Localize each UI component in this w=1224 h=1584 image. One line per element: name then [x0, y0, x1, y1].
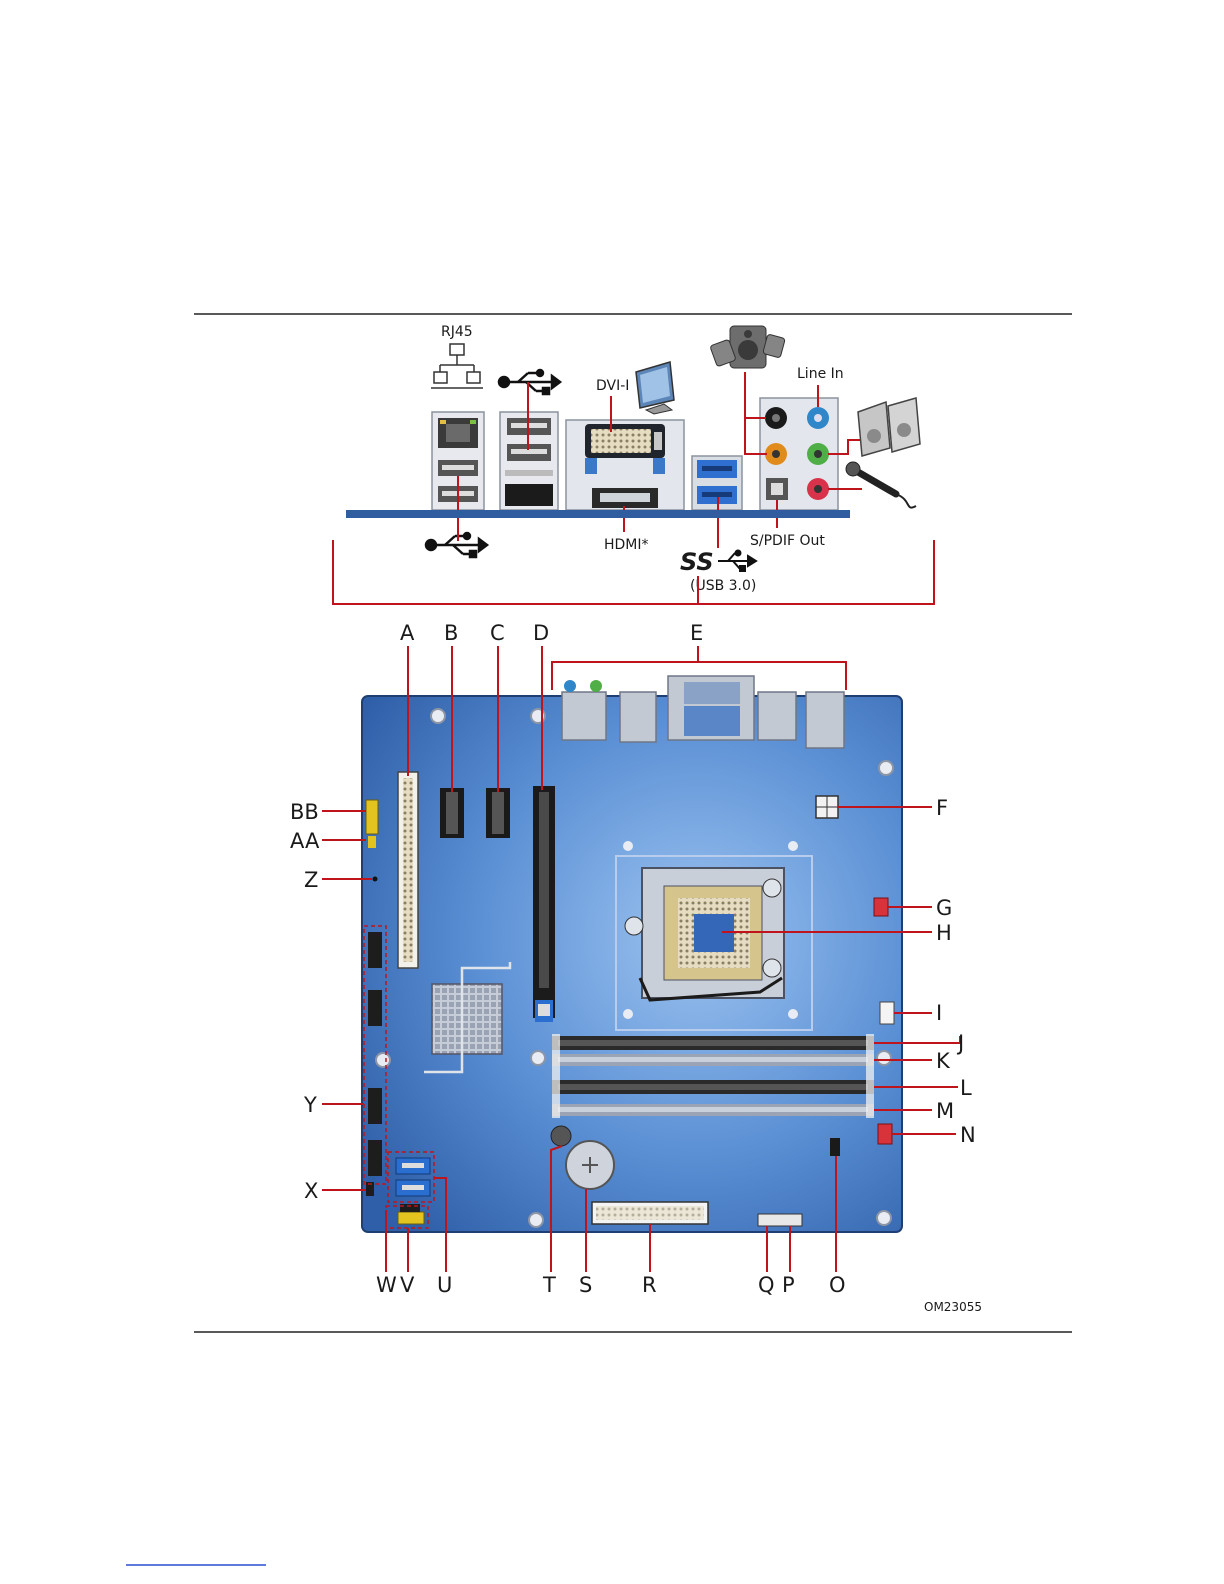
callout-e: E	[690, 621, 703, 645]
usb-icon	[499, 370, 560, 394]
rj45-label: RJ45	[441, 324, 473, 340]
callout-p: P	[782, 1273, 795, 1297]
usb3-label: (USB 3.0)	[690, 578, 756, 594]
callout-d: D	[533, 621, 549, 645]
callout-bb: BB	[290, 800, 319, 824]
callout-x: X	[304, 1179, 318, 1203]
callout-l: L	[960, 1076, 972, 1100]
network-icon	[431, 344, 483, 388]
monitor-icon	[636, 362, 674, 414]
bios-jumper	[830, 1138, 840, 1156]
io-shield-bar	[346, 510, 850, 518]
callout-s: S	[579, 1273, 592, 1297]
callout-v: V	[400, 1273, 415, 1297]
callout-y: Y	[303, 1093, 317, 1117]
callout-aa: AA	[290, 829, 320, 853]
callout-m: M	[936, 1099, 954, 1123]
figure-id: OM23055	[924, 1300, 982, 1314]
usb-icon	[426, 533, 487, 557]
motherboard	[362, 676, 902, 1232]
line-in-label: Line In	[797, 366, 844, 382]
dvi-label: DVI-I	[596, 378, 629, 394]
callout-b: B	[444, 621, 458, 645]
callout-q: Q	[758, 1273, 775, 1297]
callout-k: K	[936, 1049, 951, 1073]
callout-u: U	[437, 1273, 452, 1297]
callout-o: O	[829, 1273, 846, 1297]
fan-header-white	[880, 1002, 894, 1024]
callout-w: W	[376, 1273, 397, 1297]
callout-h: H	[936, 921, 952, 945]
callout-g: G	[936, 896, 952, 920]
callout-f: F	[936, 796, 948, 820]
callout-a: A	[400, 621, 415, 645]
spdif-label: S/PDIF Out	[750, 533, 825, 549]
audio-header	[398, 1212, 424, 1224]
callout-j: J	[956, 1031, 964, 1055]
front-panel-header	[758, 1214, 802, 1226]
callout-n: N	[960, 1123, 976, 1147]
callout-c: C	[490, 621, 505, 645]
surround-speaker-icon	[710, 326, 785, 368]
stereo-speaker-icon	[858, 398, 920, 456]
callout-r: R	[642, 1273, 657, 1297]
fan-header-red	[878, 1124, 892, 1144]
usb-icon	[718, 551, 756, 572]
callout-z: Z	[304, 868, 318, 892]
board-pcb	[362, 696, 902, 1232]
microphone-icon	[846, 462, 916, 508]
hdmi-label: HDMI*	[604, 537, 649, 553]
rear-panel: RJ45	[333, 324, 934, 604]
callout-i: I	[936, 1001, 942, 1025]
piezo-speaker	[551, 1126, 571, 1146]
fan-header-red	[874, 898, 888, 916]
chipset-heatsink	[432, 984, 502, 1054]
usb3-logo: SS	[680, 548, 714, 576]
callout-t: T	[542, 1273, 556, 1297]
